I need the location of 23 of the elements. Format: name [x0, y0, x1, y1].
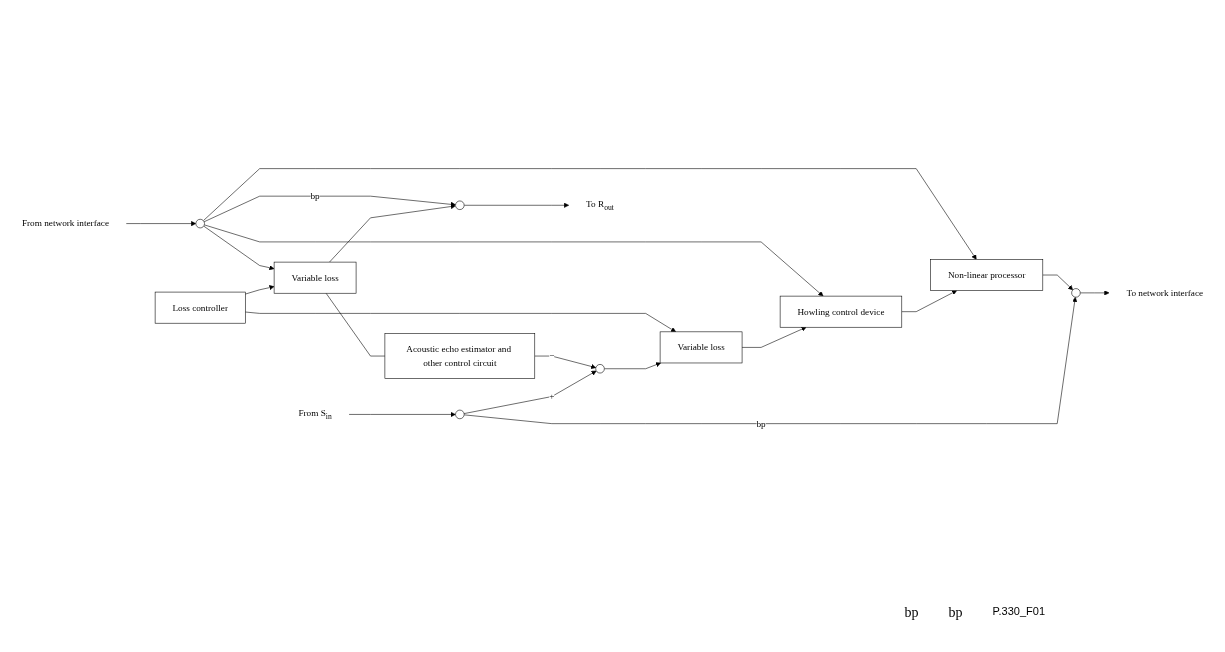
edge-label: bp — [310, 191, 320, 202]
node-circle — [455, 200, 465, 211]
note-label: bp — [948, 605, 963, 621]
node-text: From network interface — [21, 218, 109, 229]
node-box: Variable loss — [659, 331, 743, 364]
node-circle — [595, 364, 605, 374]
node-text: To R$_{out}$ — [586, 199, 614, 212]
edge-label: + — [549, 391, 555, 402]
edge-label: bp — [756, 418, 766, 429]
edge-label: − — [549, 351, 555, 361]
node-circle — [195, 219, 205, 229]
node-box: Howling control device — [779, 296, 903, 328]
node-circle — [455, 410, 465, 420]
node-box: Loss controller — [154, 292, 246, 324]
node-box: Non-linear processor — [930, 259, 1044, 292]
connector — [325, 293, 386, 357]
note-label: bp — [904, 605, 919, 621]
node-box: Acoustic echo estimator and other control circuit — [384, 333, 536, 380]
node-text: To network interface — [1126, 287, 1204, 298]
node-box: Variable loss — [273, 262, 357, 294]
node-circle — [1071, 288, 1081, 298]
note-label: P.330_F01 — [992, 605, 1045, 619]
node-text: From S$_{in}$ — [298, 408, 332, 421]
